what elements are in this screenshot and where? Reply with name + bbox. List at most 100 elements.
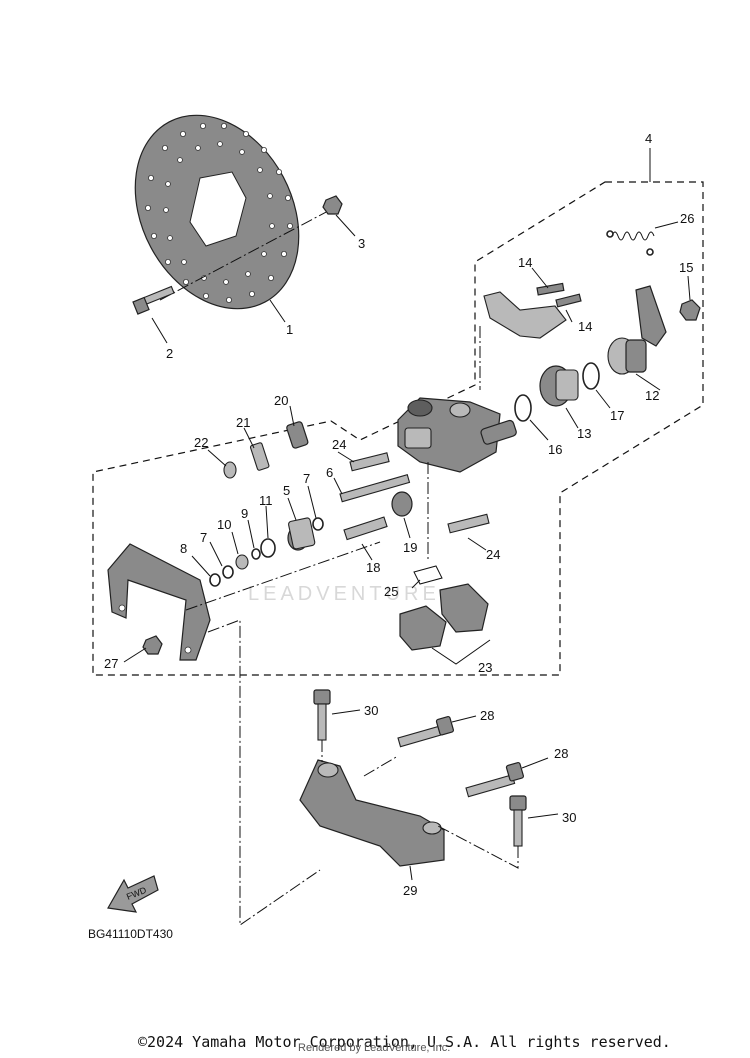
pad-support-bracket[interactable]: [107, 543, 211, 661]
piston[interactable]: [539, 365, 579, 407]
axis-line-30-lower: [437, 825, 519, 869]
callout-8: 8: [180, 541, 187, 556]
callout-11: 11: [259, 493, 273, 508]
callout-24-b: 24: [486, 547, 500, 562]
caliper-mount-bracket[interactable]: [299, 759, 445, 867]
disc-bolt[interactable]: [132, 285, 175, 315]
leader-24-a: [337, 451, 355, 463]
slide-pin-6[interactable]: [339, 474, 411, 503]
leader-14-a: [531, 267, 549, 289]
pad-retaining-bracket[interactable]: [483, 282, 582, 339]
callout-17: 17: [610, 408, 624, 423]
axis-line-upper: [185, 541, 381, 611]
callout-25: 25: [384, 584, 398, 599]
leader-10: [231, 531, 239, 555]
leader-7-a: [307, 485, 317, 519]
piston-seal-16[interactable]: [514, 394, 532, 422]
callout-19: 19: [403, 540, 417, 555]
o-ring-17[interactable]: [582, 362, 600, 390]
leader-22: [207, 449, 227, 467]
leader-24-b: [467, 537, 487, 551]
slide-pin-18[interactable]: [343, 516, 388, 541]
ring-8[interactable]: [209, 573, 221, 587]
callout-2: 2: [166, 346, 173, 361]
parking-lever[interactable]: [635, 285, 667, 347]
adjuster-shaft[interactable]: [607, 337, 647, 375]
callout-7-b: 7: [200, 530, 207, 545]
callout-28-b: 28: [554, 746, 568, 761]
mount-bolt-28-lower[interactable]: [465, 762, 524, 798]
leader-12: [635, 373, 661, 391]
callout-6: 6: [326, 465, 333, 480]
callout-14-b: 14: [578, 319, 592, 334]
callout-24-a: 24: [332, 437, 346, 452]
callout-5: 5: [283, 483, 290, 498]
leader-14-b: [565, 309, 573, 323]
bracket-nut[interactable]: [142, 635, 163, 655]
callout-15: 15: [679, 260, 693, 275]
caliper-assembly-boundary: [92, 181, 704, 676]
leader-7-b: [209, 541, 223, 567]
callout-10: 10: [217, 517, 231, 532]
brake-disc[interactable]: [103, 87, 331, 338]
callout-16: 16: [548, 442, 562, 457]
leader-11: [265, 505, 269, 539]
axis-line-28-upper: [363, 755, 399, 777]
circlip-7-upper[interactable]: [312, 517, 324, 531]
leader-30-a: [331, 709, 361, 715]
leader-13: [565, 407, 579, 429]
mount-bolt-30-lower[interactable]: [509, 795, 527, 847]
callout-27: 27: [104, 656, 118, 671]
callout-4: 4: [645, 131, 652, 146]
leader-16: [529, 419, 549, 441]
washer-9[interactable]: [251, 548, 261, 560]
caliper-body[interactable]: [397, 397, 517, 473]
mount-bolt-28-upper[interactable]: [397, 716, 454, 748]
o-ring-11[interactable]: [260, 538, 276, 558]
rendered-by-text: Rendered by LeadVenture, Inc.: [298, 1042, 451, 1054]
leader-26: [654, 221, 679, 229]
callout-20: 20: [274, 393, 288, 408]
bleed-screw-21[interactable]: [249, 442, 270, 471]
axis-line-lower: [207, 619, 321, 926]
diagram-code: BG41110DT430: [88, 927, 173, 941]
leader-17: [595, 389, 611, 409]
callout-30-b: 30: [562, 810, 576, 825]
lever-nut[interactable]: [679, 299, 701, 321]
leader-5: [287, 497, 297, 521]
callout-28-a: 28: [480, 708, 494, 723]
sleeve-5[interactable]: [287, 517, 316, 551]
callout-23: 23: [478, 660, 492, 675]
disc-axis-line: [159, 209, 331, 301]
cap-22[interactable]: [223, 461, 237, 479]
leader-19: [403, 517, 411, 539]
spacer-10[interactable]: [235, 554, 249, 570]
leader-6: [333, 477, 343, 495]
callout-30-a: 30: [364, 703, 378, 718]
boot-19[interactable]: [391, 491, 413, 517]
return-spring[interactable]: [606, 230, 655, 256]
circlip-7-lower[interactable]: [222, 565, 234, 579]
disc-nut[interactable]: [322, 195, 343, 215]
leader-28-a: [451, 715, 477, 723]
forward-direction-arrow: FWD: [107, 875, 159, 913]
slide-pin-24-lower[interactable]: [447, 513, 490, 534]
callout-9: 9: [241, 506, 248, 521]
callout-26: 26: [680, 211, 694, 226]
leader-15: [687, 275, 691, 301]
leader-8: [191, 555, 211, 577]
slide-pin-24-upper[interactable]: [349, 452, 390, 472]
brake-pads[interactable]: [399, 583, 489, 651]
callout-29: 29: [403, 883, 417, 898]
callout-22: 22: [194, 435, 208, 450]
leader-28-b: [521, 757, 549, 769]
callout-1: 1: [286, 322, 293, 337]
mount-bolt-30-upper[interactable]: [313, 689, 331, 741]
callout-labels: 4 1 2 3 14 14 15 26 12 17 13 16 20 21 22…: [104, 131, 694, 898]
bleed-screw-20[interactable]: [286, 421, 309, 449]
leader-23: [431, 639, 491, 665]
leader-1: [269, 299, 286, 323]
leader-29: [409, 865, 413, 881]
leader-3: [335, 214, 356, 237]
pad-spring-25[interactable]: [413, 565, 443, 585]
